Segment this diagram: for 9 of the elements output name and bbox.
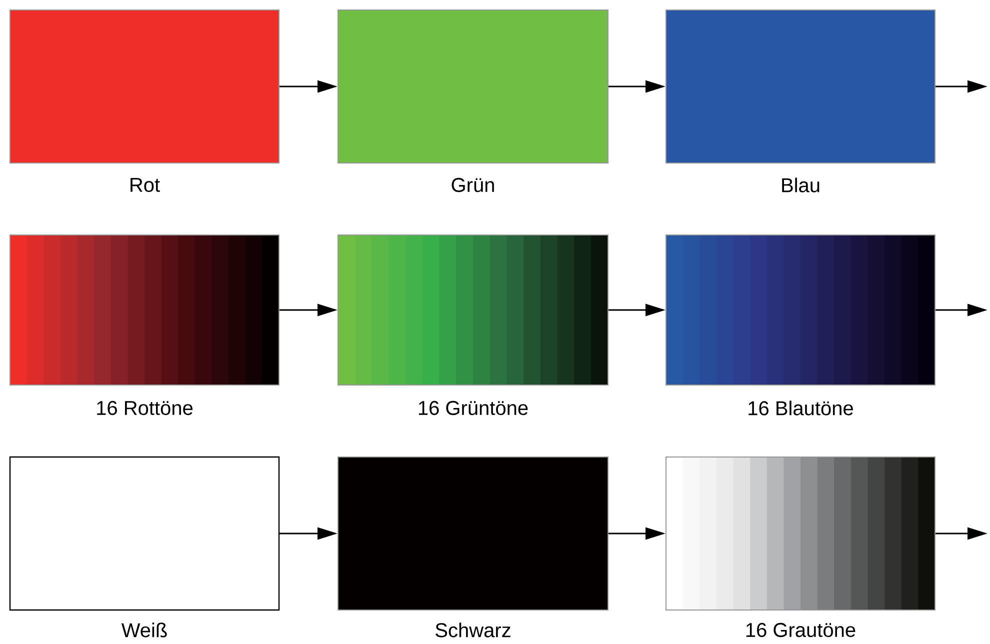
swatch-label: Weiß bbox=[121, 622, 167, 638]
swatch-label: Grün bbox=[452, 178, 494, 192]
swatch-label: 16 Grüntöne bbox=[418, 400, 528, 416]
swatch-label: 16 Grautöne bbox=[746, 622, 856, 638]
swatch-label: Rot bbox=[130, 178, 160, 192]
swatch-label: Schwarz bbox=[436, 622, 510, 638]
swatch-label: 16 Rottöne bbox=[97, 400, 192, 416]
swatch-label: Blau bbox=[782, 178, 820, 192]
swatch-label: 16 Blautöne bbox=[748, 400, 853, 416]
